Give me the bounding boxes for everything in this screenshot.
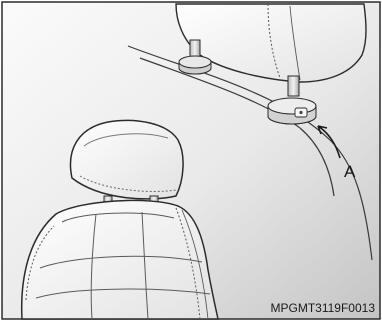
- callout-label-a: A: [344, 162, 356, 181]
- headrest-release-button: [268, 98, 316, 124]
- figure-code: MPGMT3119F0013: [271, 301, 376, 315]
- front-seatback: [22, 200, 218, 319]
- left-headrest-guide: [179, 56, 211, 74]
